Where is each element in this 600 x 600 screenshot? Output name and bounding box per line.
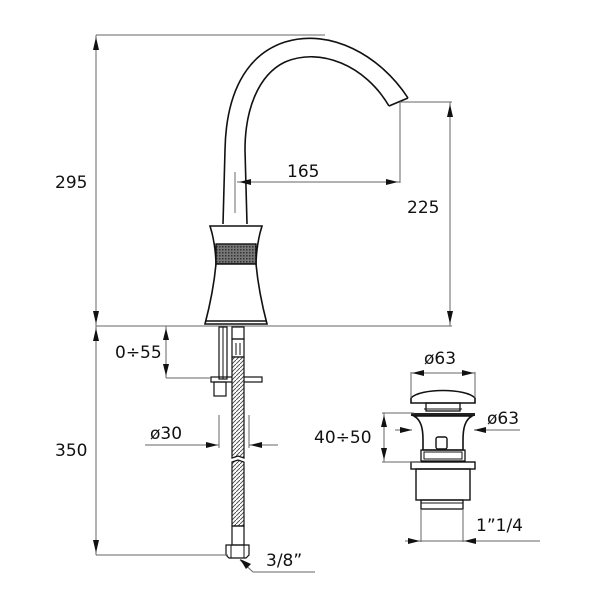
dim-label-165: 165 (287, 162, 319, 182)
dim-label-225: 225 (407, 198, 439, 218)
dim-label-63-flange: ø63 (487, 409, 519, 429)
dim-label-0-55: 0÷55 (115, 343, 162, 363)
dim-below-deck-length: 350 (55, 326, 99, 555)
dim-waste-cap-diameter: ø63 (410, 349, 476, 398)
dim-deck-thickness: 0÷55 (115, 326, 212, 379)
faucet-body (203, 37, 409, 325)
hose-hex-nut (225, 544, 250, 559)
dim-label-40-50: 40÷50 (314, 428, 372, 448)
dim-waste-flange-diameter: ø63 (395, 409, 520, 433)
dim-label-1-1-4: 1”1/4 (476, 516, 523, 536)
dim-waste-basin-thickness: 40÷50 (314, 412, 421, 463)
dim-hole-diameter: ø30 (145, 415, 278, 448)
pop-up-waste (410, 389, 476, 510)
braided-hose-lower (231, 459, 245, 527)
dim-label-63-cap: ø63 (424, 349, 456, 369)
dim-label-30: ø30 (150, 424, 182, 444)
dim-label-350: 350 (55, 441, 87, 461)
under-deck-assembly (210, 326, 263, 559)
dim-spout-height: 225 (400, 101, 453, 326)
braided-hose-upper (231, 356, 245, 459)
dim-total-height: 295 (55, 35, 99, 326)
dim-label-295: 295 (55, 173, 87, 193)
spout-outer-outline (222, 37, 409, 225)
base-body (203, 263, 269, 325)
dim-waste-thread: 1”1/4 (405, 509, 540, 544)
dim-spout-reach: 165 (237, 102, 401, 185)
spout-outlet (388, 97, 409, 107)
dim-label-3-8: 3/8” (266, 551, 302, 571)
waste-cap (410, 389, 476, 404)
dim-hose-thread: 3/8” (239, 551, 315, 573)
knurled-band (215, 243, 257, 265)
waste-flange-body (410, 415, 476, 451)
spout-inner-outline (244, 55, 390, 225)
